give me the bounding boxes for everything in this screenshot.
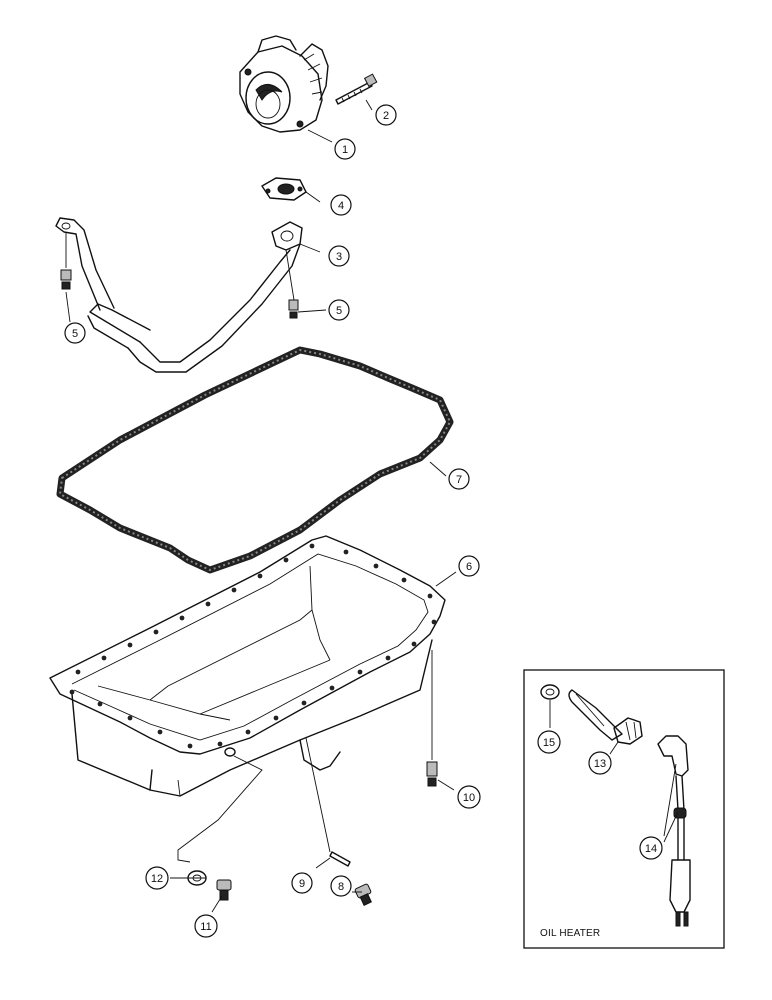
drain-tube <box>177 755 263 863</box>
oil-pump <box>239 35 329 133</box>
pan-bolt <box>426 650 438 787</box>
callout-6: 6 <box>458 555 480 577</box>
svg-text:6: 6 <box>466 561 472 573</box>
svg-text:11: 11 <box>200 921 211 933</box>
pump-bolt <box>335 73 378 105</box>
heater-cord <box>657 735 691 927</box>
callout-8: 8 <box>330 875 352 897</box>
drain-plug <box>216 879 232 901</box>
svg-text:4: 4 <box>338 200 344 212</box>
callout-14: 14 <box>639 836 663 860</box>
svg-text:14: 14 <box>645 843 657 855</box>
svg-text:5: 5 <box>72 328 78 340</box>
callout-13: 13 <box>588 751 612 775</box>
callout-10: 10 <box>457 785 481 809</box>
callout-12: 12 <box>145 866 169 890</box>
svg-text:15: 15 <box>543 737 555 749</box>
svg-text:2: 2 <box>383 110 389 122</box>
leader-lines <box>65 99 679 913</box>
oil-pan-gasket <box>56 346 454 574</box>
oil-pan <box>49 535 446 797</box>
svg-text:3: 3 <box>336 251 342 263</box>
oil-pickup-tube <box>55 217 303 373</box>
callout-11: 11 <box>194 914 218 938</box>
oil-heater-inset <box>523 669 725 949</box>
pickup-bolt-right <box>285 249 299 319</box>
callout-5-left: 5 <box>64 322 86 344</box>
callout-1: 1 <box>334 138 356 160</box>
svg-text:10: 10 <box>463 792 475 804</box>
inset-title: OIL HEATER <box>540 928 600 939</box>
callout-9: 9 <box>291 872 313 894</box>
svg-text:8: 8 <box>338 881 344 893</box>
svg-text:12: 12 <box>151 873 163 885</box>
heater-washer <box>540 684 560 700</box>
callout-7: 7 <box>448 468 470 490</box>
heater-element <box>568 689 643 745</box>
pickup-gasket <box>261 177 307 201</box>
callout-15: 15 <box>537 730 561 754</box>
svg-text:13: 13 <box>594 758 606 770</box>
callout-4: 4 <box>330 194 352 216</box>
svg-text:7: 7 <box>456 474 462 486</box>
callout-2: 2 <box>375 104 397 126</box>
svg-text:1: 1 <box>342 144 348 156</box>
dowel-pin <box>329 851 351 867</box>
callout-3: 3 <box>328 245 350 267</box>
svg-text:9: 9 <box>299 878 305 890</box>
svg-text:5: 5 <box>336 305 342 317</box>
sensor-plug <box>354 883 372 906</box>
callout-5-right: 5 <box>328 299 350 321</box>
pickup-bolt-left <box>60 232 72 290</box>
